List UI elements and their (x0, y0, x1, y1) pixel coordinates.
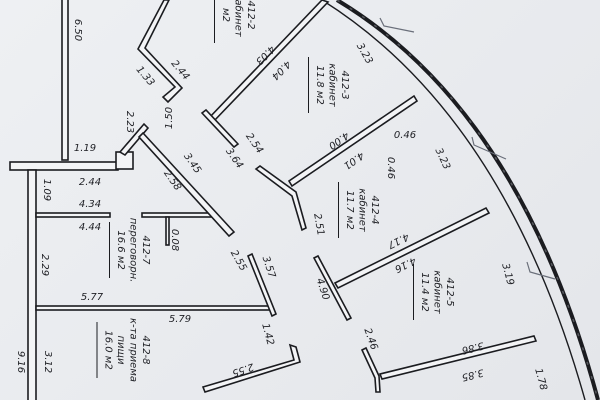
interior-walls (9, 0, 538, 400)
dimension-label: 3.23 (354, 41, 375, 66)
dimension-label: 2.46 (361, 327, 379, 352)
dimension-label: 4.34 (79, 199, 101, 210)
dimension-label: 3.85 (460, 366, 484, 382)
room-number: 412-8 (140, 335, 151, 364)
dimension-label: 4.04 (269, 58, 293, 82)
dimension-label: 0.46 (394, 130, 416, 141)
dimension-label: 3.86 (460, 339, 484, 355)
check-mark-icon (471, 136, 507, 160)
room-number: 412-5 (444, 277, 455, 306)
room-area: 11.7 м2 (344, 190, 355, 229)
dimension-label: 3.12 (42, 351, 53, 373)
dimension-label: 0.08 (169, 229, 180, 251)
dimension-label: 4.01 (341, 149, 366, 171)
dimension-label: 4.44 (79, 222, 101, 233)
dimension-label: 1.19 (74, 143, 96, 154)
dimension-label: 1.09 (41, 179, 52, 201)
dimension-label: 2.51 (311, 213, 326, 237)
dimension-label: 1.50 (164, 107, 175, 129)
room-name: к-та приема (128, 318, 139, 382)
room-number: 412-2 (245, 0, 256, 29)
dimension-label: 5.79 (169, 314, 191, 325)
room-name: кабинет (233, 0, 245, 38)
room-name: кабинет (357, 188, 369, 233)
room-number: 412-3 (339, 70, 350, 99)
dimension-label: 3.57 (260, 255, 278, 280)
room-area: м2 (220, 8, 231, 22)
dimension-label: 3.64 (223, 146, 245, 171)
dimension-label: 2.54 (243, 131, 265, 156)
pen-check-marks (379, 17, 556, 280)
check-mark-icon (526, 261, 556, 280)
dimension-label: 0.46 (385, 157, 396, 179)
dimension-label: 1.33 (134, 64, 157, 88)
dimension-label: 5.77 (81, 292, 104, 303)
dimension-label: 6.50 (72, 19, 83, 41)
room-name: кабинет (327, 63, 339, 108)
room-name: переговорн. (128, 218, 139, 283)
dimension-label: 2.55 (228, 248, 249, 273)
room-number: 412-4 (369, 195, 380, 224)
room-area: 11.4 м2 (419, 272, 430, 311)
dimension-label: 2.23 (124, 111, 135, 133)
dimension-label: 1.78 (532, 367, 548, 391)
room-area: 11.8 м2 (314, 65, 325, 104)
room-area: 16.0 м2 (103, 330, 114, 369)
outer-curved-wall (321, 0, 600, 400)
dimension-label: 4.03 (253, 43, 277, 67)
room-number: 412-7 (140, 235, 151, 265)
dimension-label: 2.44 (79, 177, 101, 188)
dimension-label: 3.45 (181, 151, 203, 176)
dimension-label: 9.16 (15, 351, 26, 373)
dimension-label: 3.19 (499, 262, 515, 286)
dimension-label: 1.42 (259, 322, 275, 346)
room-area: 16.6 м2 (115, 230, 126, 269)
room-name: кабинет (432, 270, 444, 315)
check-mark-icon (379, 17, 415, 33)
room-name: пищи (115, 336, 126, 365)
dimension-label: 2.29 (39, 254, 50, 276)
dimension-label: 3.23 (433, 147, 452, 172)
